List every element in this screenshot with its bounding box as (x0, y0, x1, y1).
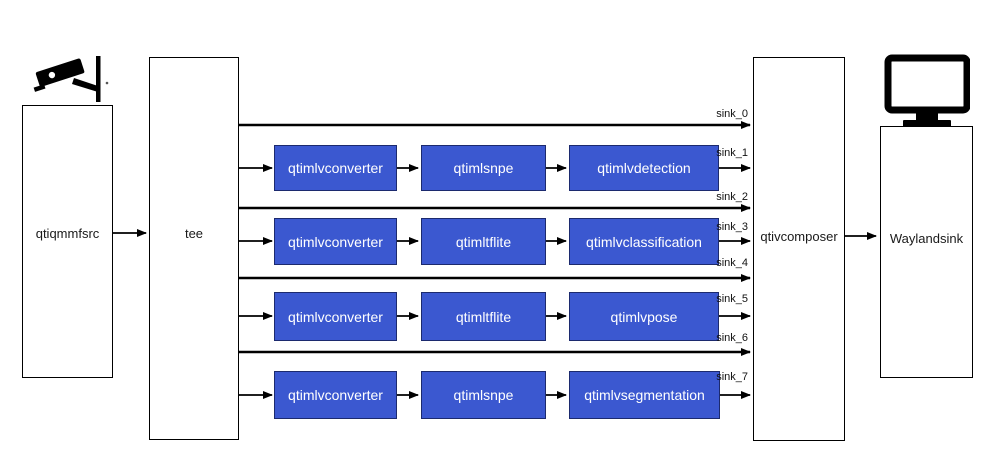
node-label: qtimlsnpe (453, 387, 514, 403)
pad-label-sink-5: sink_5 (716, 293, 748, 305)
monitor-icon (884, 54, 970, 128)
node-label: qtimlvclassification (586, 233, 702, 250)
cctv-camera-icon (33, 56, 109, 102)
node-qtimlvconverter-row3: qtimlvconverter (274, 292, 397, 341)
node-qtimlvconverter-row4: qtimlvconverter (274, 371, 397, 419)
node-label: qtiqmmfsrc (35, 226, 100, 241)
node-label: qtivcomposer (760, 229, 838, 244)
node-qtiqmmfsrc: qtiqmmfsrc (22, 105, 113, 378)
pad-label-sink-2: sink_2 (716, 191, 748, 203)
node-label: tee (184, 226, 204, 241)
node-label: qtimltflite (455, 233, 512, 250)
node-label: qtimlvconverter (288, 387, 383, 403)
pad-label-sink-4: sink_4 (716, 257, 748, 269)
node-label: qtimlsnpe (453, 160, 514, 176)
node-waylandsink: Waylandsink (880, 126, 973, 378)
pad-label-sink-0: sink_0 (716, 108, 748, 120)
node-label: Waylandsink (889, 231, 964, 246)
node-qtimlsnpe-row4: qtimlsnpe (421, 371, 546, 419)
node-qtimlsnpe-row1: qtimlsnpe (421, 145, 546, 191)
node-qtimlvconverter-row2: qtimlvconverter (274, 218, 397, 265)
node-tee: tee (149, 57, 239, 440)
pad-label-sink-1: sink_1 (716, 147, 748, 159)
node-label: qtimltflite (455, 308, 512, 325)
node-label: qtimlvsegmentation (584, 387, 705, 403)
node-qtimlvclassification: qtimlvclassification (569, 218, 719, 265)
node-qtivcomposer: qtivcomposer (753, 57, 845, 441)
node-label: qtimlvconverter (288, 308, 383, 325)
node-label: qtimlvpose (610, 308, 678, 325)
node-qtimltflite-row3: qtimltflite (421, 292, 546, 341)
node-qtimlvsegmentation: qtimlvsegmentation (569, 371, 720, 419)
node-label: qtimlvdetection (597, 160, 691, 176)
node-qtimlvconverter-row1: qtimlvconverter (274, 145, 397, 191)
node-qtimlvdetection: qtimlvdetection (569, 145, 719, 191)
node-qtimltflite-row2: qtimltflite (421, 218, 546, 265)
pad-label-sink-6: sink_6 (716, 332, 748, 344)
pad-label-sink-3: sink_3 (716, 221, 748, 233)
pad-label-sink-7: sink_7 (716, 371, 748, 383)
node-label: qtimlvconverter (288, 160, 383, 176)
node-qtimlvpose: qtimlvpose (569, 292, 719, 341)
node-label: qtimlvconverter (288, 233, 383, 250)
